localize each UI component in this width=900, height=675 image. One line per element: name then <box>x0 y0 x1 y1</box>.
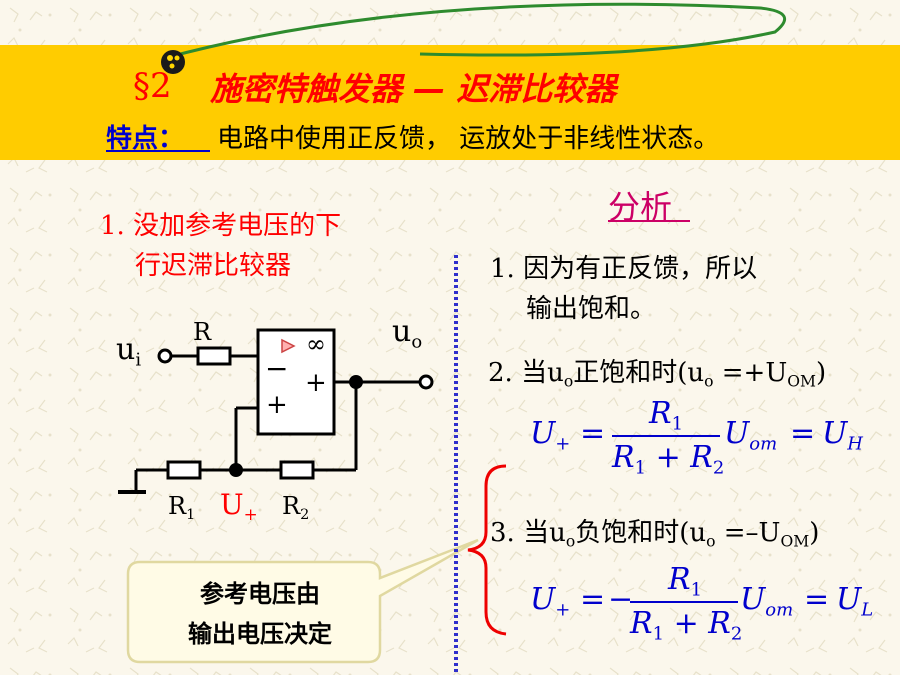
eq1-denominator: R1 + R2 <box>612 440 725 479</box>
opamp-minus: − <box>265 352 289 385</box>
resistor-r-label: R <box>193 318 212 346</box>
input-label: ui <box>116 332 142 371</box>
eq2-minus-sign: − <box>608 582 634 617</box>
left-heading-line2: 行迟滞比较器 <box>135 251 292 281</box>
opamp-plus-in: + <box>266 390 288 420</box>
feature-label: 特点： <box>106 124 185 154</box>
resistor-r2-label: R2 <box>282 492 310 524</box>
eq1-equals2: = <box>790 416 816 451</box>
eq1-lhs: U+ <box>530 416 571 455</box>
callout-line1: 参考电压由 <box>200 579 320 608</box>
item1-line2: 输出饱和。 <box>526 294 657 324</box>
feature-underline <box>106 150 210 152</box>
column-divider <box>454 255 458 675</box>
analysis-title: 分析 <box>608 188 673 226</box>
analysis-underline <box>608 220 690 222</box>
eq2-numerator: R1 <box>668 562 703 601</box>
eq2-equals: = <box>580 582 606 617</box>
title-swoosh <box>161 2 787 74</box>
eq1-rhs: UH <box>822 416 863 455</box>
title-band <box>0 45 900 160</box>
opamp-plus-out: + <box>305 368 327 398</box>
feature-text: 电路中使用正反馈， 运放处于非线性状态。 <box>217 124 720 154</box>
callout-text: 参考电压由 输出电压决定 <box>140 574 380 654</box>
eq1-fraction-bar <box>612 435 720 437</box>
bullet-ball-icon <box>161 50 185 74</box>
opamp-gain: ∞ <box>306 330 326 358</box>
page-title: 施密特触发器 — 迟滞比较器 <box>210 70 617 108</box>
node-u-plus-label: U+ <box>220 488 258 524</box>
eq2-rhs: UL <box>836 582 874 621</box>
left-heading-line1: 1. 没加参考电压的下 <box>100 211 342 241</box>
eq2-factor: Uom <box>740 582 794 621</box>
item2-text: 2. 当uo正饱和时(uo =+UOM) <box>488 358 827 391</box>
item3-text: 3. 当uo负饱和时(uo =–UOM) <box>490 518 820 551</box>
item1-line1: 1. 因为有正反馈，所以 <box>490 254 758 284</box>
eq2-denominator: R1 + R2 <box>630 606 743 645</box>
eq1-numerator: R1 <box>649 396 684 435</box>
eq2-lhs: U+ <box>530 582 571 621</box>
output-label: uo <box>392 314 423 353</box>
eq1-factor: Uom <box>724 416 778 455</box>
section-number: §2 <box>133 66 172 106</box>
callout-line2: 输出电压决定 <box>188 619 332 648</box>
resistor-r1-label: R1 <box>168 492 196 524</box>
eq2-fraction-bar <box>630 601 738 603</box>
eq2-equals2: = <box>804 582 830 617</box>
eq1-equals: = <box>580 416 606 451</box>
